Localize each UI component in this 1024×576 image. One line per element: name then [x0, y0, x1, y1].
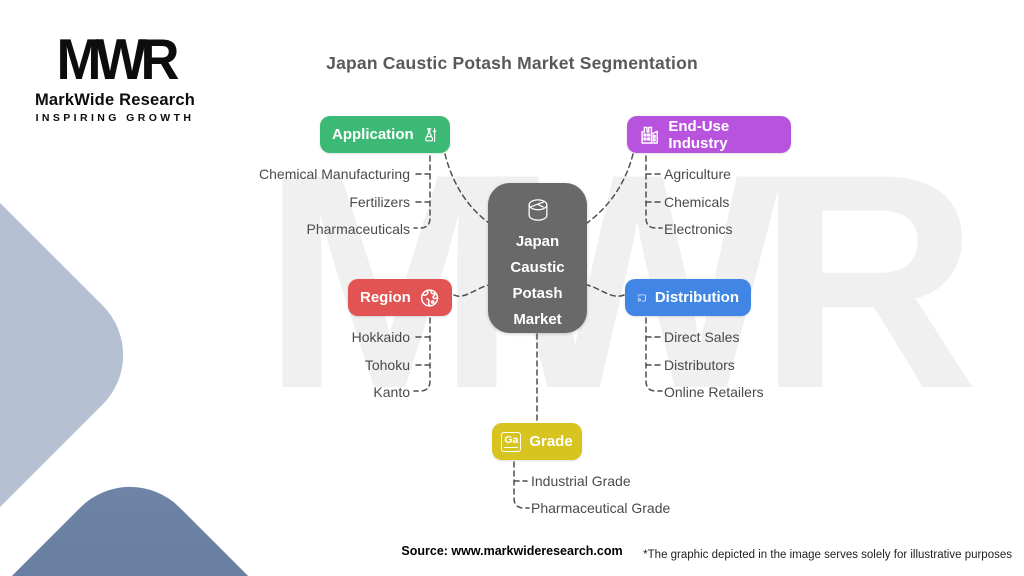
pill-label-grade: Grade — [529, 433, 573, 450]
list-item-distribution-0: Direct Sales — [664, 329, 740, 345]
list-item-grade-0: Industrial Grade — [531, 473, 631, 489]
list-item-application-0: Chemical Manufacturing — [259, 166, 410, 182]
factory-icon — [641, 126, 658, 144]
category-pill-application: Application — [320, 116, 450, 153]
logo-tagline: INSPIRING GROWTH — [35, 112, 195, 124]
list-item-region-2: Kanto — [373, 384, 410, 400]
globe-icon — [420, 288, 439, 307]
list-item-distribution-2: Online Retailers — [664, 384, 764, 400]
list-item-application-2: Pharmaceuticals — [306, 221, 411, 237]
center-market-node: Japan Caustic Potash Market — [488, 183, 587, 333]
pill-label-region: Region — [360, 289, 411, 306]
potash-cylinder-icon — [528, 199, 547, 221]
category-pill-end-use-industry: End-Use Industry — [627, 116, 791, 153]
list-item-distribution-1: Distributors — [664, 357, 735, 373]
list-item-end-use-2: Electronics — [664, 221, 733, 237]
markwide-logo: MWR MarkWide Research INSPIRING GROWTH — [34, 28, 196, 124]
logo-name: MarkWide Research — [34, 91, 196, 109]
list-item-end-use-1: Chemicals — [664, 194, 730, 210]
category-pill-distribution: Distribution — [625, 279, 751, 316]
center-market-label: Japan Caustic Potash Market — [510, 233, 565, 328]
list-item-application-1: Fertilizers — [349, 194, 410, 210]
category-pill-grade: Ga Grade — [492, 423, 582, 460]
list-item-end-use-0: Agriculture — [664, 166, 731, 182]
pill-label-distribution: Distribution — [654, 289, 739, 306]
source-text: Source: www.markwideresearch.com — [401, 544, 623, 558]
pill-label-end-use-industry: End-Use Industry — [668, 117, 730, 152]
pill-label-application: Application — [332, 126, 414, 143]
cast-icon — [637, 294, 646, 302]
list-item-region-1: Tohoku — [364, 357, 410, 373]
category-pill-region: Region — [348, 279, 452, 316]
list-item-grade-1: Pharmaceutical Grade — [531, 500, 671, 516]
page-title: Japan Caustic Potash Market Segmentation — [326, 53, 698, 73]
logo-acronym: MWR — [56, 28, 180, 92]
flask-icon — [424, 127, 437, 142]
disclaimer-text: *The graphic depicted in the image serve… — [643, 549, 1012, 561]
element-ga-icon: Ga — [501, 431, 522, 452]
list-item-region-0: Hokkaido — [351, 329, 410, 345]
